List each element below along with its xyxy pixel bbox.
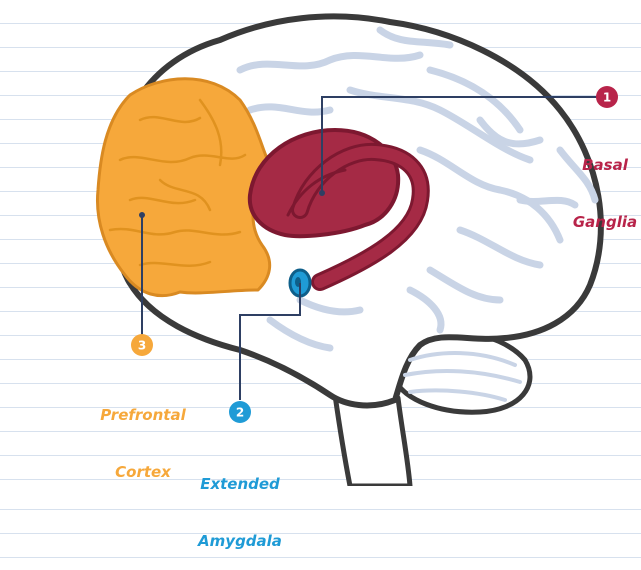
label-extended-amygdala-line-1: Extended: [188, 475, 292, 494]
badge-2: 2: [229, 401, 251, 423]
label-prefrontal-cortex: Prefrontal Cortex: [88, 368, 198, 501]
badge-1-number: 1: [603, 91, 611, 105]
label-prefrontal-cortex-line-1: Prefrontal: [88, 406, 198, 425]
badge-2-number: 2: [236, 406, 244, 420]
label-extended-amygdala: Extended Amygdala: [188, 437, 292, 570]
badge-3: 3: [131, 334, 153, 356]
brain-stem: [335, 395, 410, 486]
label-basal-ganglia-line-1: Basal: [570, 156, 640, 175]
label-prefrontal-cortex-line-2: Cortex: [88, 463, 198, 482]
label-basal-ganglia: Basal Ganglia: [570, 118, 640, 251]
label-extended-amygdala-line-2: Amygdala: [188, 532, 292, 551]
badge-3-number: 3: [138, 339, 146, 353]
label-basal-ganglia-line-2: Ganglia: [570, 213, 640, 232]
badge-1: 1: [596, 86, 618, 108]
prefrontal-cortex: [97, 79, 270, 296]
